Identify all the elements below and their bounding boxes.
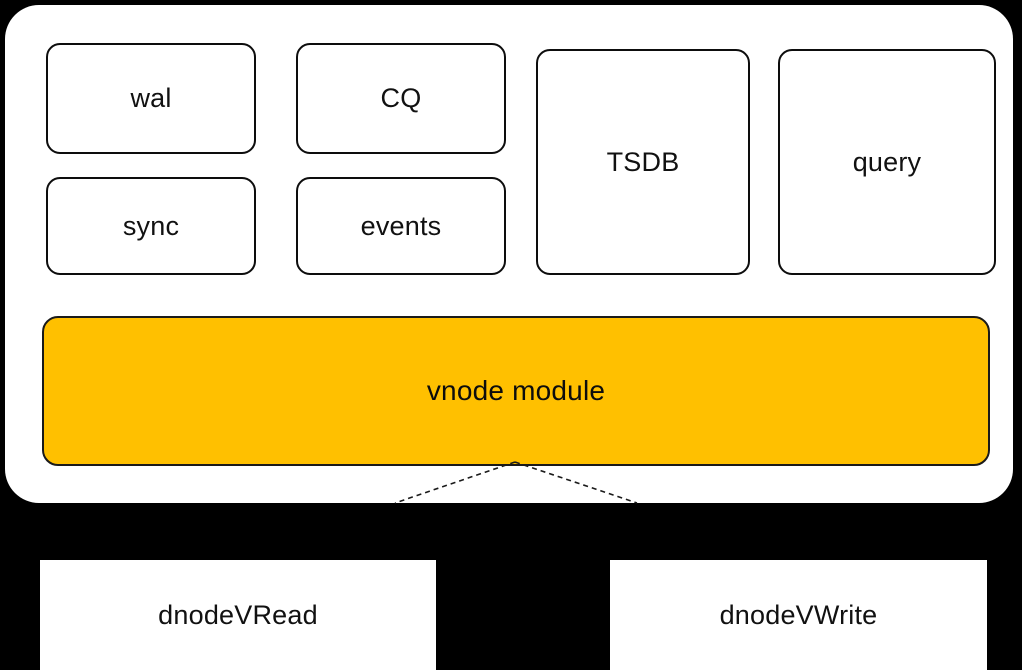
module-box-vnode-module[interactable]: vnode module: [42, 316, 990, 466]
vnode-container: wal CQ TSDB query sync events vnode modu…: [5, 5, 1013, 503]
module-label-tsdb: TSDB: [606, 146, 680, 177]
module-box-events[interactable]: events: [296, 177, 506, 275]
module-label-wal: wal: [130, 83, 172, 113]
consumer-box-dnodevwrite[interactable]: dnodeVWrite: [610, 560, 987, 670]
module-label-cq: CQ: [380, 83, 422, 113]
module-label-query: query: [852, 146, 922, 177]
module-box-wal[interactable]: wal: [46, 43, 256, 154]
module-box-query[interactable]: query: [778, 49, 996, 275]
consumer-label-dnodevwrite: dnodeVWrite: [719, 599, 878, 630]
module-box-tsdb[interactable]: TSDB: [536, 49, 750, 275]
module-label-vnode-module: vnode module: [426, 375, 606, 406]
module-label-sync: sync: [122, 210, 180, 241]
consumer-box-dnodevread[interactable]: dnodeVRead: [40, 560, 436, 670]
module-box-sync[interactable]: sync: [46, 177, 256, 275]
module-label-events: events: [360, 210, 442, 241]
consumer-label-dnodevread: dnodeVRead: [158, 599, 318, 630]
module-box-cq[interactable]: CQ: [296, 43, 506, 154]
